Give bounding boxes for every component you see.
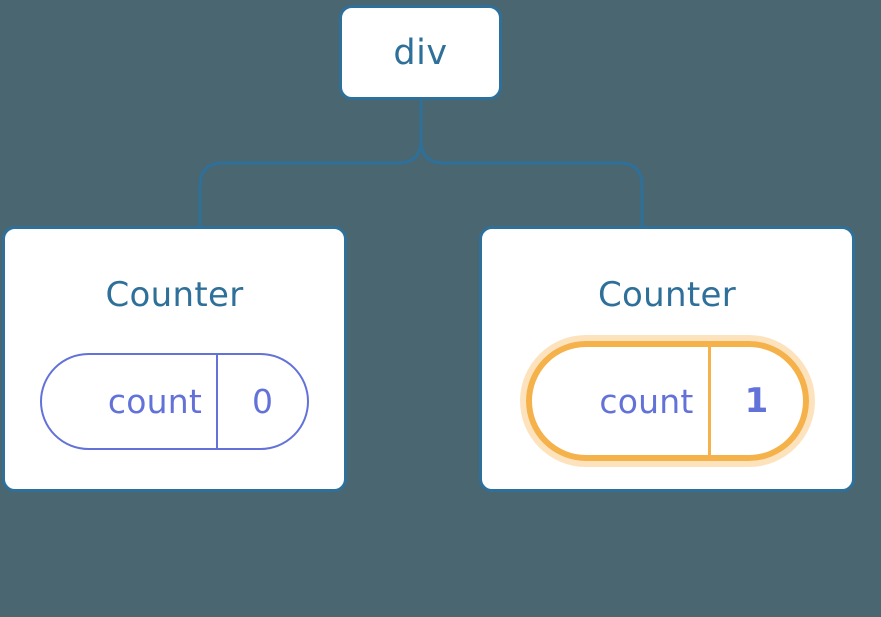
node-div-label: div bbox=[393, 32, 448, 73]
node-div[interactable]: div bbox=[339, 5, 502, 100]
state-key-label: count bbox=[599, 381, 694, 421]
component-title: Counter bbox=[105, 275, 244, 315]
tree-connectors bbox=[198, 98, 644, 228]
component-title: Counter bbox=[598, 275, 736, 315]
state-value-label: 0 bbox=[252, 382, 273, 421]
state-key-cell: count bbox=[532, 347, 708, 455]
component-tree-diagram: div Counter count 0 Counter count bbox=[2, 5, 855, 492]
state-value-cell: 1 bbox=[707, 347, 803, 455]
state-value-label: 1 bbox=[744, 381, 769, 421]
connector-right bbox=[419, 98, 644, 228]
component-card-counter-right[interactable]: Counter count 1 bbox=[479, 226, 855, 492]
state-pill[interactable]: count 0 bbox=[40, 353, 309, 450]
state-value-cell: 0 bbox=[216, 355, 307, 448]
state-key-cell: count bbox=[42, 355, 216, 448]
connector-left bbox=[198, 98, 423, 228]
state-pill-highlighted[interactable]: count 1 bbox=[525, 341, 809, 461]
component-card-counter-left[interactable]: Counter count 0 bbox=[2, 226, 347, 492]
state-pill-container: count 0 bbox=[5, 353, 344, 450]
state-key-label: count bbox=[107, 382, 202, 421]
state-pill-container: count 1 bbox=[482, 341, 852, 461]
